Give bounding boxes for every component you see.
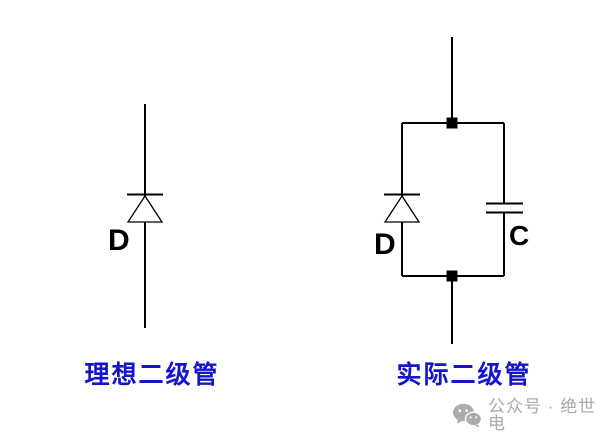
junction-node-top bbox=[446, 117, 458, 129]
actual-diode-circuit bbox=[383, 37, 523, 344]
ideal-diode-triangle bbox=[126, 194, 164, 223]
actual-diode-caption: 实际二级管 bbox=[396, 362, 532, 389]
wechat-icon bbox=[452, 403, 483, 428]
watermark-text: 公众号 · 绝世电 bbox=[488, 397, 597, 433]
ideal-diode-circuit bbox=[126, 104, 164, 328]
ideal-diode-caption: 理想二级管 bbox=[84, 362, 220, 389]
junction-node-bottom bbox=[446, 270, 458, 282]
watermark: 公众号 · 绝世电 bbox=[452, 398, 603, 432]
capacitor-label: C bbox=[509, 220, 530, 251]
actual-diode-label: D bbox=[374, 228, 396, 261]
diode-triangle bbox=[383, 194, 421, 223]
ideal-diode-label: D bbox=[108, 224, 130, 257]
